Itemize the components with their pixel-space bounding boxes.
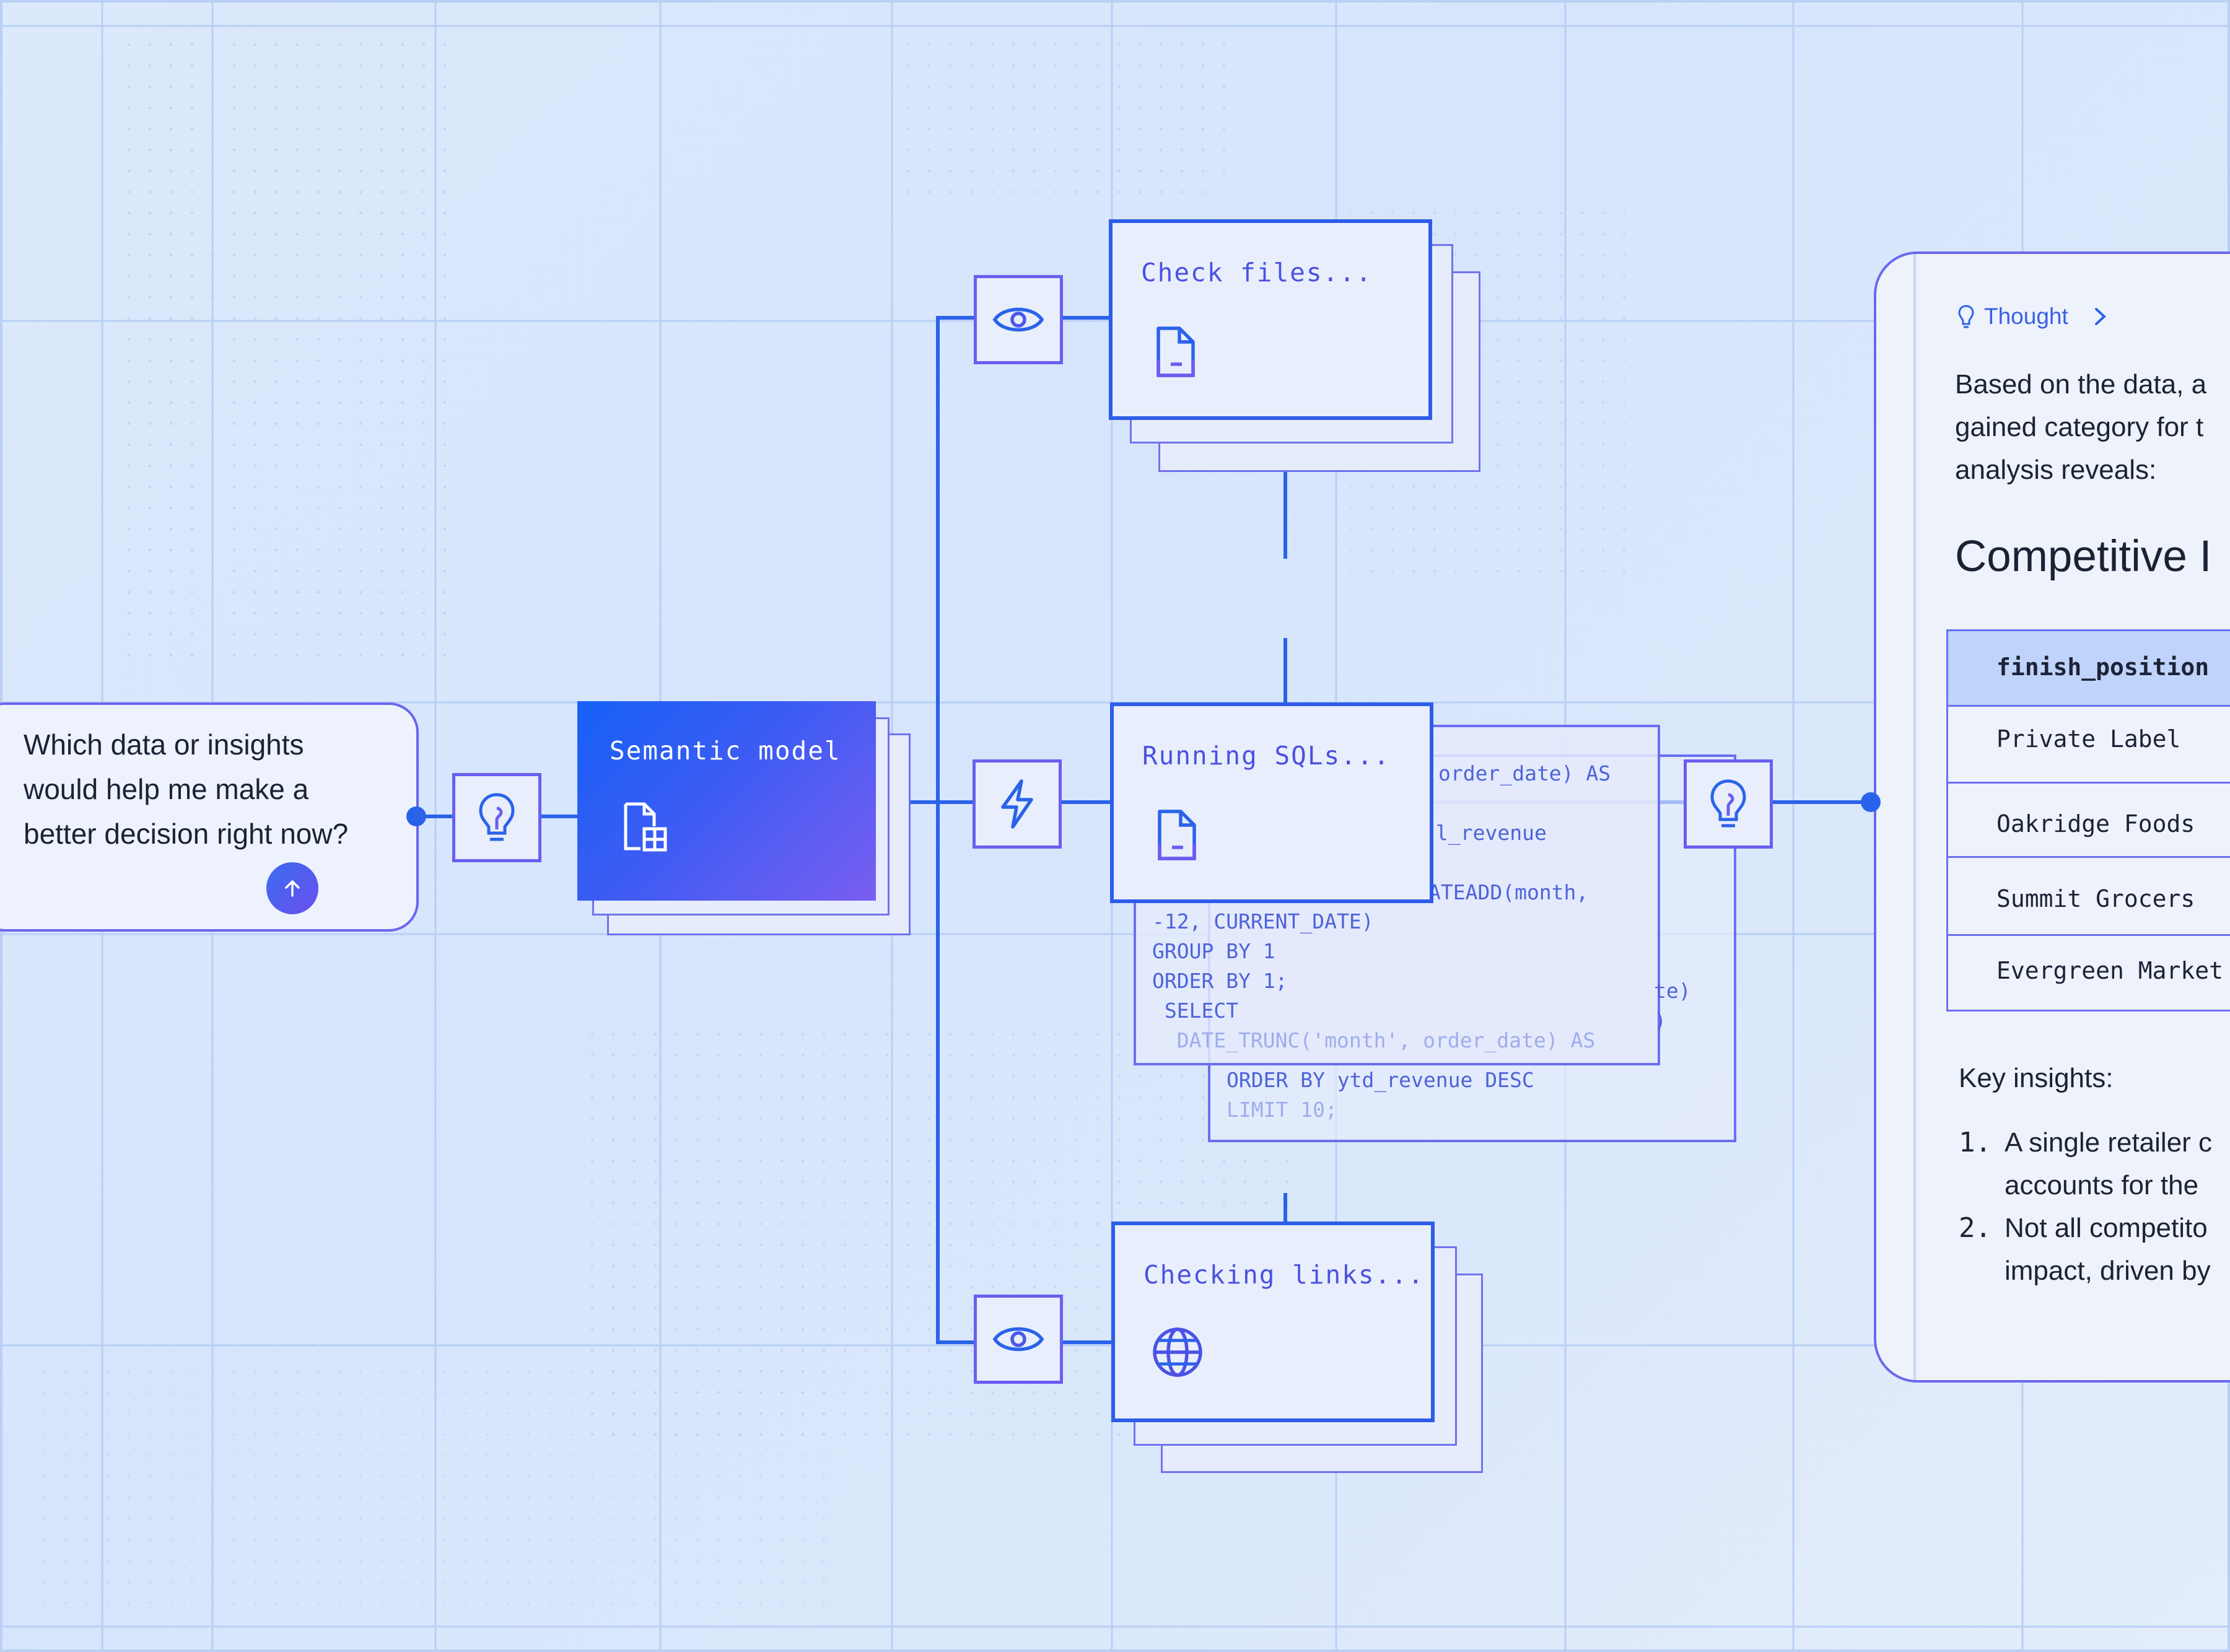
run-step-box[interactable] (973, 759, 1062, 849)
question-line: would help me make a (24, 773, 309, 805)
connector-links-up (1283, 1193, 1287, 1223)
thought-toggle[interactable]: Thought (1957, 304, 2108, 330)
insight-text: A single retailer c accounts for the (2005, 1121, 2212, 1207)
panel-heading: Competitive I (1955, 532, 2212, 581)
insight-line: impact, driven by (2005, 1256, 2211, 1286)
table-row: Summit Grocers (1948, 858, 2230, 936)
connector-dot-right (1861, 792, 1881, 812)
semantic-model-title: Semantic model (610, 736, 841, 766)
lightning-icon (1001, 779, 1033, 829)
table-row: Evergreen Market (1948, 936, 2230, 1012)
connector-trunk (936, 316, 940, 1344)
connector-eye-top-files (1062, 316, 1111, 320)
question-line: Which data or insights (24, 728, 304, 761)
file-icon (1158, 810, 1196, 860)
running-sqls-title: Running SQLs... (1142, 741, 1391, 771)
sql-bottom-line: ORDER BY ytd_revenue DESC (1226, 1068, 1534, 1092)
chevron-right-icon (2094, 308, 2106, 325)
thought-step-box-2[interactable] (1684, 759, 1773, 849)
arrow-up-icon (285, 880, 300, 897)
connector-semantic-bolt (911, 800, 975, 804)
insight-number: 2. (1959, 1212, 1992, 1244)
question-line: better decision right now? (24, 818, 349, 850)
table-row: Oakridge Foods (1948, 784, 2230, 858)
lightbulb-icon (479, 793, 515, 841)
insight-line: A single retailer c (2005, 1127, 2213, 1158)
connector-bulb-semantic (540, 815, 579, 818)
connector-files-down (1283, 417, 1287, 559)
file-icon (1157, 326, 1195, 377)
connector-eye-bottom-links (1062, 1340, 1113, 1344)
globe-icon (1153, 1327, 1202, 1377)
eye-icon (992, 1327, 1044, 1352)
panel-inner-border (1913, 254, 1916, 1380)
thought-label: Thought (1984, 304, 2068, 329)
panel-intro: Based on the data, a gained category for… (1955, 363, 2230, 491)
view-step-box-top[interactable] (974, 275, 1063, 364)
semantic-model-node[interactable]: Semantic model (577, 701, 876, 901)
sql-back-line: order_date) AS (1438, 761, 1611, 785)
question-card[interactable]: Which data or insights would help me mak… (0, 702, 419, 932)
checking-links-title: Checking links... (1143, 1260, 1425, 1290)
connector-trunk-eye-top (936, 316, 976, 320)
sql-back-line: te) (1654, 979, 1691, 1003)
sql-front-line: DATE_TRUNC('month', order_date) AS (1152, 1028, 1596, 1052)
panel-intro-line: Based on the data, a (1955, 369, 2207, 400)
checking-links-node[interactable]: Checking links... (1111, 1222, 1435, 1422)
connector-bolt-sql (1060, 800, 1113, 804)
file-table-icon (624, 802, 667, 852)
insight-line: accounts for the (2005, 1170, 2199, 1200)
answer-panel[interactable]: Thought Based on the data, a gained cate… (1874, 251, 2230, 1383)
check-files-title: Check files... (1141, 258, 1373, 287)
sql-front-line: ORDER BY 1; (1152, 969, 1288, 993)
insight-line: Not all competito (2005, 1213, 2208, 1243)
view-step-box-bottom[interactable] (974, 1295, 1063, 1384)
sql-front-line: SELECT (1152, 999, 1239, 1023)
panel-intro-line: analysis reveals: (1955, 455, 2157, 485)
sql-back-line: ) (1654, 1008, 1666, 1033)
results-table: finish_position Private Label Oakridge F… (1946, 629, 2230, 1012)
sql-front-line: -12, CURRENT_DATE) (1152, 909, 1374, 933)
send-button[interactable] (266, 862, 318, 914)
lightbulb-icon (1710, 779, 1746, 828)
connector-question-bulb (418, 815, 453, 818)
sql-front-line: GROUP BY 1 (1152, 939, 1275, 963)
table-header: finish_position (1948, 631, 2230, 707)
insight-number: 1. (1959, 1127, 1992, 1158)
question-text: Which data or insights would help me mak… (24, 722, 408, 856)
table-row: Private Label (1948, 707, 2230, 784)
connector-trunk-eye-bottom (936, 1340, 977, 1344)
eye-icon (992, 307, 1044, 332)
sql-back-line: ATEADD(month, (1428, 880, 1589, 904)
panel-intro-line: gained category for t (1955, 412, 2204, 442)
connector-sql-up (1283, 638, 1287, 704)
connector-dot-left (406, 806, 426, 826)
sql-bottom-line: LIMIT 10; (1226, 1098, 1337, 1122)
thought-step-box-1[interactable] (452, 773, 541, 862)
lightbulb-icon (1958, 305, 1974, 328)
sql-back-line: l_revenue (1436, 821, 1547, 845)
connector-bulb-panel (1772, 800, 1871, 804)
check-files-node[interactable]: Check files... (1109, 219, 1432, 420)
insights-title: Key insights: (1959, 1063, 2114, 1093)
running-sqls-node[interactable]: Running SQLs... (1110, 702, 1433, 903)
insight-text: Not all competito impact, driven by (2005, 1207, 2211, 1292)
